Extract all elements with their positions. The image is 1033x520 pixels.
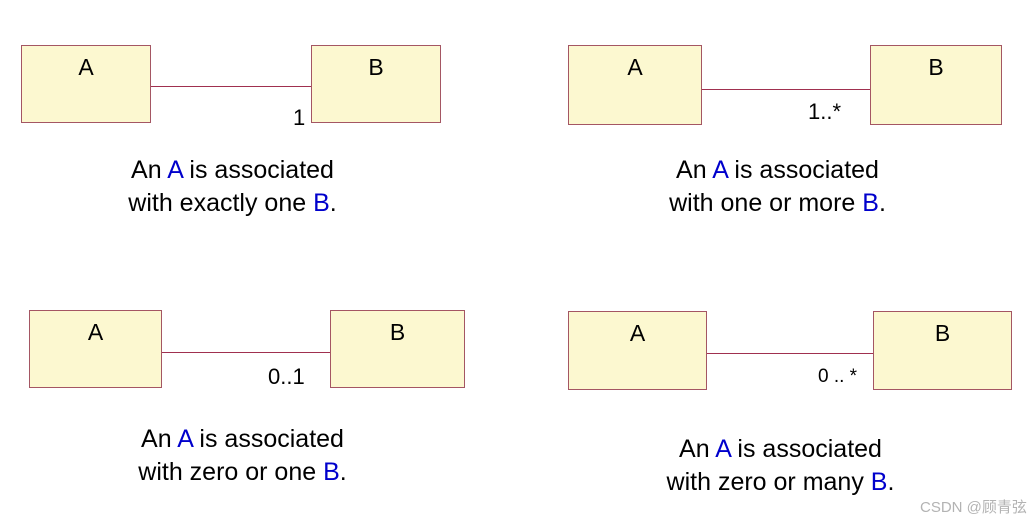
class-box-b: B [311, 45, 441, 123]
caption-text: with zero or one [138, 458, 324, 486]
diagram-caption: An A is associated with zero or one B. [10, 423, 475, 489]
class-box-b: B [330, 310, 465, 388]
caption-text: . [887, 468, 895, 496]
class-box-a: A [29, 310, 162, 388]
caption-text: is associated [182, 156, 334, 184]
class-box-a: A [21, 45, 151, 123]
caption-line-1: An A is associated [10, 423, 475, 456]
caption-text: An [676, 156, 713, 184]
caption-text: An [679, 435, 716, 463]
caption-text: An [131, 156, 168, 184]
caption-text: is associated [192, 425, 344, 453]
class-box-a: A [568, 45, 702, 125]
class-box-a-label: A [627, 54, 643, 80]
caption-line-2: with exactly one B. [0, 187, 465, 220]
caption-line-2: with zero or one B. [10, 456, 475, 489]
diagram-caption: An A is associated with one or more B. [545, 154, 1010, 220]
caption-line-1: An A is associated [0, 154, 465, 187]
class-box-a-label: A [629, 320, 646, 346]
caption-class-a: A [177, 425, 193, 453]
caption-text: with one or more [669, 189, 863, 217]
class-box-a: A [568, 311, 707, 390]
association-line [702, 89, 870, 90]
multiplicity-label: 1 [293, 105, 306, 130]
class-box-b-label: B [928, 54, 944, 80]
caption-class-b: B [862, 189, 879, 217]
caption-line-1: An A is associated [548, 433, 1013, 466]
caption-text: . [339, 458, 347, 486]
caption-text: An [141, 425, 178, 453]
diagram-caption: An A is associated with exactly one B. [0, 154, 465, 220]
multiplicity-label: 1..* [808, 99, 842, 124]
multiplicity-label: 0..1 [268, 364, 305, 389]
caption-class-b: B [313, 189, 330, 217]
caption-line-2: with zero or many B. [548, 466, 1013, 499]
class-box-a-label: A [78, 54, 94, 80]
multiplicity-label: 0 .. * [818, 366, 858, 387]
class-box-b-label: B [934, 320, 951, 346]
caption-text: . [878, 189, 886, 217]
watermark-label: CSDN @顾青弦 [920, 499, 1027, 516]
caption-text: with zero or many [666, 468, 871, 496]
caption-text: is associated [727, 156, 879, 184]
association-line [707, 353, 873, 354]
association-line [151, 86, 311, 87]
class-box-b-label: B [368, 54, 384, 80]
caption-text: with exactly one [128, 189, 314, 217]
diagram-caption: An A is associated with zero or many B. [548, 433, 1013, 499]
class-box-b: B [873, 311, 1012, 390]
caption-class-b: B [323, 458, 340, 486]
caption-class-a: A [715, 435, 731, 463]
association-line [162, 352, 330, 353]
caption-class-a: A [167, 156, 183, 184]
class-box-b: B [870, 45, 1002, 125]
caption-text: . [329, 189, 337, 217]
caption-class-a: A [712, 156, 728, 184]
caption-text: is associated [730, 435, 882, 463]
caption-line-2: with one or more B. [545, 187, 1010, 220]
class-box-a-label: A [87, 319, 104, 345]
caption-class-b: B [870, 468, 888, 496]
class-box-b-label: B [389, 319, 406, 345]
caption-line-1: An A is associated [545, 154, 1010, 187]
